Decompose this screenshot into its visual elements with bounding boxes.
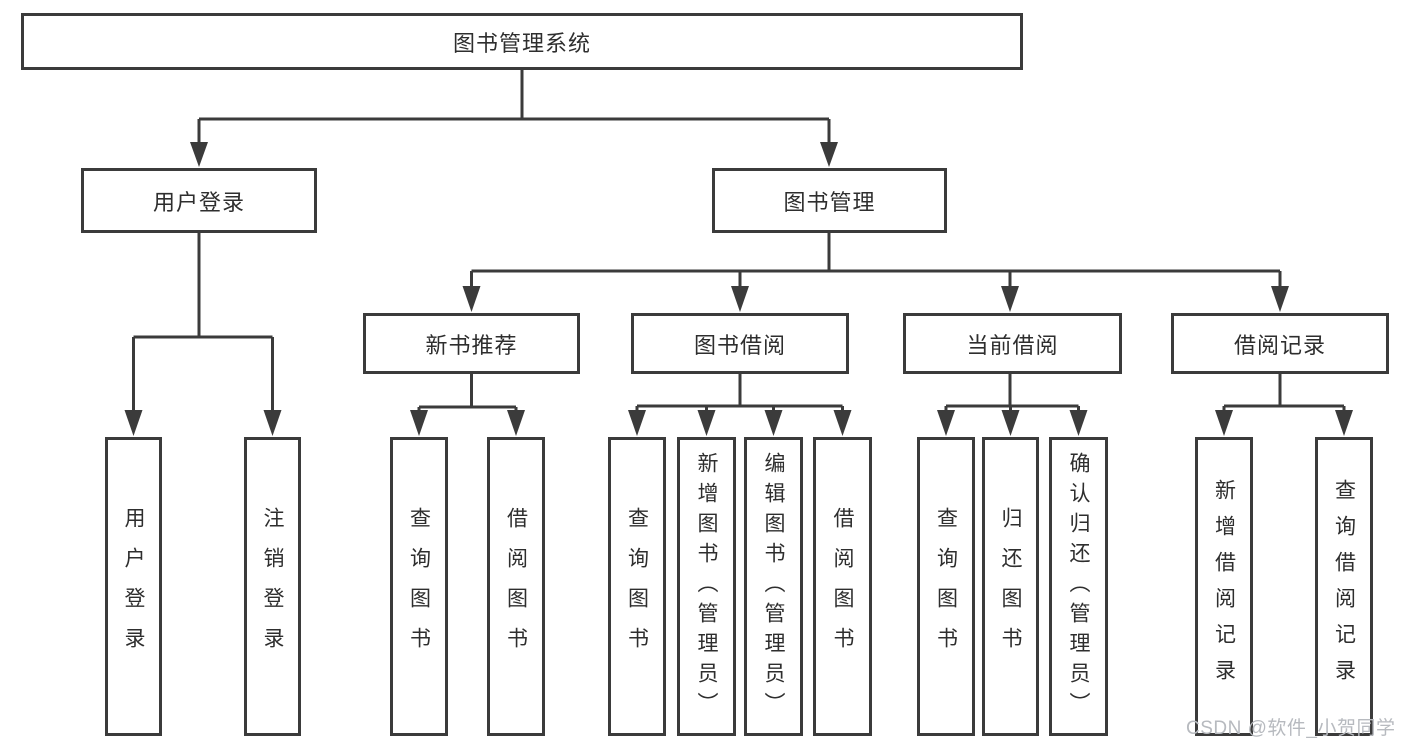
leaf-label: 查询图书 bbox=[934, 506, 958, 667]
arrow-down-icon bbox=[1069, 410, 1088, 436]
leaf-query-books-recommend: 查询图书 bbox=[390, 437, 448, 736]
csdn-watermark: CSDN @软件_小贺同学 bbox=[1186, 718, 1396, 739]
leaf-label: 用户登录 bbox=[122, 506, 145, 667]
arrow-down-icon bbox=[410, 410, 428, 436]
connector-book-management-to-sections bbox=[470, 233, 1282, 294]
arrow-down-icon bbox=[1001, 410, 1020, 436]
leaf-add-book-admin: 新增图书（管理员） bbox=[677, 437, 736, 736]
node-label: 当前借阅 bbox=[966, 332, 1059, 358]
arrow-down-icon bbox=[462, 286, 481, 312]
leaf-label: 新增借阅记录 bbox=[1212, 478, 1236, 695]
node-library-management-system: 图书管理系统 bbox=[21, 13, 1023, 70]
leaf-logout: 注销登录 bbox=[244, 437, 301, 736]
arrow-down-icon bbox=[1215, 410, 1233, 436]
arrow-down-icon bbox=[190, 142, 208, 167]
arrow-down-icon bbox=[764, 410, 783, 436]
connector-borrow-records-to-children bbox=[1222, 374, 1346, 418]
arrow-down-icon bbox=[1271, 286, 1289, 312]
connector-new-recommend-to-children bbox=[417, 374, 518, 418]
node-book-borrowing: 图书借阅 bbox=[631, 313, 849, 374]
node-label: 图书管理 bbox=[783, 189, 876, 215]
leaf-label: 编辑图书（管理员） bbox=[762, 451, 785, 722]
leaf-add-borrow-record: 新增借阅记录 bbox=[1195, 437, 1253, 736]
arrow-down-icon bbox=[263, 410, 282, 436]
node-user-login: 用户登录 bbox=[81, 168, 317, 233]
arrow-down-icon bbox=[1001, 286, 1019, 312]
arrow-down-icon bbox=[124, 410, 143, 436]
leaf-user-login: 用户登录 bbox=[105, 437, 162, 736]
arrowheads bbox=[124, 142, 1353, 436]
connector-root-to-level2 bbox=[197, 70, 831, 152]
leaf-label: 注销登录 bbox=[261, 506, 284, 667]
arrow-down-icon bbox=[937, 410, 955, 436]
node-new-book-recommend: 新书推荐 bbox=[363, 313, 580, 374]
node-label: 新书推荐 bbox=[425, 332, 518, 358]
leaf-confirm-return-admin: 确认归还（管理员） bbox=[1049, 437, 1108, 736]
leaf-query-books-borrowing: 查询图书 bbox=[608, 437, 666, 736]
node-label: 图书借阅 bbox=[693, 332, 786, 358]
leaf-query-books-current: 查询图书 bbox=[917, 437, 975, 736]
leaf-label: 确认归还（管理员） bbox=[1067, 451, 1090, 722]
arrow-down-icon bbox=[1335, 410, 1353, 436]
leaf-borrow-books-recommend: 借阅图书 bbox=[487, 437, 545, 736]
leaf-return-books: 归还图书 bbox=[982, 437, 1039, 736]
leaf-label: 查询借阅记录 bbox=[1332, 478, 1356, 695]
leaf-label: 借阅图书 bbox=[831, 506, 854, 667]
leaf-label: 查询图书 bbox=[407, 506, 431, 667]
leaf-borrow-books-borrowing: 借阅图书 bbox=[813, 437, 872, 736]
node-label: 借阅记录 bbox=[1233, 332, 1326, 358]
leaf-label: 借阅图书 bbox=[504, 506, 528, 667]
node-label: 用户登录 bbox=[152, 189, 245, 215]
arrow-down-icon bbox=[507, 410, 525, 436]
leaf-edit-book-admin: 编辑图书（管理员） bbox=[744, 437, 803, 736]
arrow-down-icon bbox=[833, 410, 852, 436]
node-current-borrowing: 当前借阅 bbox=[903, 313, 1122, 374]
leaf-label: 归还图书 bbox=[999, 506, 1022, 667]
leaf-query-borrow-record: 查询借阅记录 bbox=[1315, 437, 1373, 736]
arrow-down-icon bbox=[697, 410, 716, 436]
arrow-down-icon bbox=[628, 410, 646, 436]
leaf-label: 查询图书 bbox=[625, 506, 649, 667]
arrow-down-icon bbox=[731, 286, 749, 312]
connector-user-login-to-children bbox=[132, 233, 274, 418]
arrow-down-icon bbox=[820, 142, 838, 167]
leaf-label: 新增图书（管理员） bbox=[695, 451, 718, 722]
connector-book-borrowing-to-children bbox=[635, 374, 844, 418]
node-label: 图书管理系统 bbox=[452, 30, 591, 56]
node-borrowing-records: 借阅记录 bbox=[1171, 313, 1389, 374]
node-book-management: 图书管理 bbox=[712, 168, 947, 233]
